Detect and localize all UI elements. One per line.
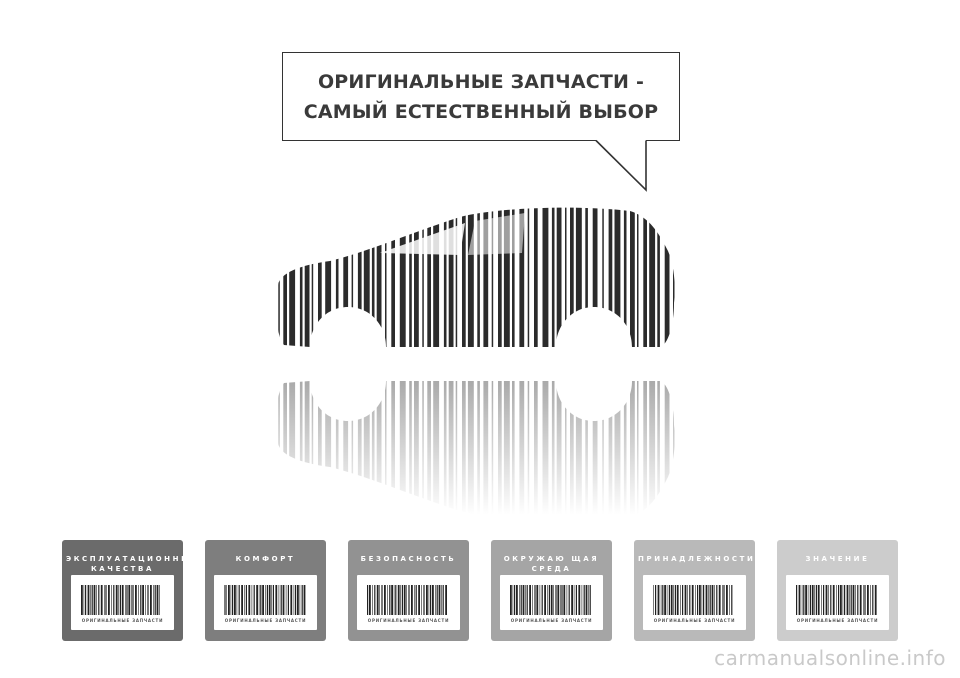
barcode-bar bbox=[637, 207, 639, 347]
barcode-bar bbox=[467, 207, 474, 347]
barcode-bar bbox=[498, 207, 502, 347]
category-card-title: ЗНАЧЕНИЕ bbox=[805, 555, 870, 563]
barcode-label: ОРИГИНАЛЬНЫЕ ЗАПЧАСТИ bbox=[71, 575, 174, 630]
barcode-bar bbox=[664, 207, 670, 347]
headline-line-2: САМЫЙ ЕСТЕСТВЕННЫЙ ВЫБОР bbox=[303, 100, 659, 123]
barcode-bar bbox=[311, 207, 314, 347]
barcode-icon bbox=[796, 585, 877, 615]
barcode-bar bbox=[519, 207, 525, 347]
barcode-bar bbox=[623, 207, 627, 347]
headline-bubble: ОРИГИНАЛЬНЫЕ ЗАПЧАСТИ - САМЫЙ ЕСТЕСТВЕНН… bbox=[282, 52, 680, 141]
barcode-caption: ОРИГИНАЛЬНЫЕ ЗАПЧАСТИ bbox=[224, 618, 307, 623]
barcode-icon bbox=[653, 585, 733, 615]
barcode-label: ОРИГИНАЛЬНЫЕ ЗАПЧАСТИ bbox=[357, 575, 460, 630]
barcode-bar bbox=[542, 207, 549, 347]
barcode-bar bbox=[363, 207, 370, 347]
category-card: ЭКСПЛУАТАЦИОННЫЕ КАЧЕСТВА ОРИГИНАЛЬНЫЕ ЗА… bbox=[62, 540, 199, 641]
barcode-bar bbox=[679, 195, 683, 365]
barcode-bar bbox=[448, 207, 454, 347]
barcode-bar bbox=[391, 207, 395, 347]
barcode-bar bbox=[657, 207, 660, 347]
barcode-bar bbox=[422, 207, 424, 347]
category-card: ПРИНАДЛЕЖНОСТИ ОРИГИНАЛЬНЫЕ ЗАПЧАСТИ bbox=[634, 540, 755, 641]
barcode-bar bbox=[534, 207, 538, 347]
barcode-bar bbox=[551, 207, 555, 347]
barcode-bar bbox=[630, 207, 635, 347]
barcode-bar bbox=[556, 207, 562, 347]
barcode-bar bbox=[299, 207, 303, 347]
barcode-bar bbox=[503, 207, 510, 347]
car-barcode-bars bbox=[270, 195, 683, 365]
headline-line-1: ОРИГИНАЛЬНЫЕ ЗАПЧАСТИ - bbox=[317, 70, 645, 93]
barcode-bar bbox=[414, 207, 419, 347]
front-wheel bbox=[326, 325, 370, 369]
car-barcode-illustration bbox=[260, 195, 690, 515]
barcode-bar bbox=[278, 207, 280, 347]
barcode-bar bbox=[649, 207, 656, 347]
barcode-bar bbox=[433, 207, 440, 347]
barcode-bar bbox=[318, 207, 322, 347]
category-card-title: ОКРУЖАЮ ЩАЯ СРЕДА bbox=[503, 555, 600, 573]
barcode-bar bbox=[357, 207, 362, 347]
barcode-bar bbox=[443, 207, 447, 347]
barcode-bar bbox=[575, 207, 582, 347]
barcode-bar bbox=[409, 207, 412, 347]
barcode-bar bbox=[570, 207, 574, 347]
rear-wheel bbox=[572, 325, 616, 369]
car-barcode-silhouette-icon bbox=[260, 195, 690, 515]
barcode-bar bbox=[527, 207, 530, 347]
barcode-bar bbox=[462, 207, 466, 347]
barcode-bar bbox=[283, 207, 287, 347]
barcode-icon bbox=[81, 585, 160, 615]
category-card-title: ПРИНАДЛЕЖНОСТИ bbox=[638, 555, 756, 563]
category-card: ЗНАЧЕНИЕ ОРИГИНАЛЬНЫЕ ЗАПЧАСТИ bbox=[777, 540, 898, 641]
barcode-bar bbox=[592, 207, 598, 347]
barcode-bar bbox=[335, 207, 339, 347]
barcode-bar bbox=[455, 207, 458, 347]
barcode-icon bbox=[367, 585, 447, 615]
watermark: carmanualsonline.info bbox=[714, 646, 946, 670]
barcode-bar bbox=[512, 207, 515, 347]
barcode-bar bbox=[477, 207, 480, 347]
category-card: КОМФОРТ ОРИГИНАЛЬНЫЕ ЗАПЧАСТИ bbox=[205, 540, 326, 641]
barcode-bar bbox=[585, 207, 588, 347]
category-card: БЕЗОПАСНОСТЬ ОРИГИНАЛЬНЫЕ ЗАПЧАСТИ bbox=[348, 540, 469, 641]
barcode-label: ОРИГИНАЛЬНЫЕ ЗАПЧАСТИ bbox=[500, 575, 603, 630]
barcode-bar bbox=[483, 207, 489, 347]
category-card: ОКРУЖАЮ ЩАЯ СРЕДА ОРИГИНАЛЬНЫЕ ЗАПЧАСТИ bbox=[491, 540, 612, 641]
barcode-bar bbox=[289, 207, 296, 347]
barcode-bar bbox=[343, 207, 349, 347]
barcode-label: ОРИГИНАЛЬНЫЕ ЗАПЧАСТИ bbox=[786, 575, 889, 630]
barcode-label: ОРИГИНАЛЬНЫЕ ЗАПЧАСТИ bbox=[643, 575, 746, 630]
barcode-caption: ОРИГИНАЛЬНЫЕ ЗАПЧАСТИ bbox=[81, 618, 164, 623]
barcode-icon bbox=[510, 585, 591, 615]
barcode-bar bbox=[565, 207, 567, 347]
barcode-label: ОРИГИНАЛЬНЫЕ ЗАПЧАСТИ bbox=[214, 575, 317, 630]
category-card-title: ЭКСПЛУАТАЦИОННЫЕ КАЧЕСТВА bbox=[66, 555, 199, 573]
barcode-bar bbox=[351, 207, 354, 347]
barcode-bar bbox=[270, 195, 275, 365]
barcode-bar bbox=[614, 207, 621, 347]
barcode-bar bbox=[325, 207, 332, 347]
barcode-bar bbox=[376, 207, 382, 347]
barcode-caption: ОРИГИНАЛЬНЫЕ ЗАПЧАСТИ bbox=[653, 618, 736, 623]
barcode-bar bbox=[427, 207, 431, 347]
barcode-caption: ОРИГИНАЛЬНЫЕ ЗАПЧАСТИ bbox=[510, 618, 593, 623]
barcode-bar bbox=[304, 207, 310, 347]
category-card-title: БЕЗОПАСНОСТЬ bbox=[360, 555, 457, 563]
barcode-bar bbox=[643, 207, 647, 347]
barcode-caption: ОРИГИНАЛЬНЫЕ ЗАПЧАСТИ bbox=[367, 618, 450, 623]
barcode-bar bbox=[608, 207, 613, 347]
barcode-bar bbox=[371, 207, 375, 347]
barcode-bar bbox=[399, 207, 406, 347]
barcode-caption: ОРИГИНАЛЬНЫЕ ЗАПЧАСТИ bbox=[796, 618, 879, 623]
barcode-bar bbox=[602, 207, 604, 347]
barcode-icon bbox=[224, 585, 306, 615]
barcode-bar bbox=[491, 207, 494, 347]
barcode-bar bbox=[673, 207, 675, 347]
barcode-bar bbox=[385, 207, 387, 347]
category-card-title: КОМФОРТ bbox=[235, 555, 296, 563]
